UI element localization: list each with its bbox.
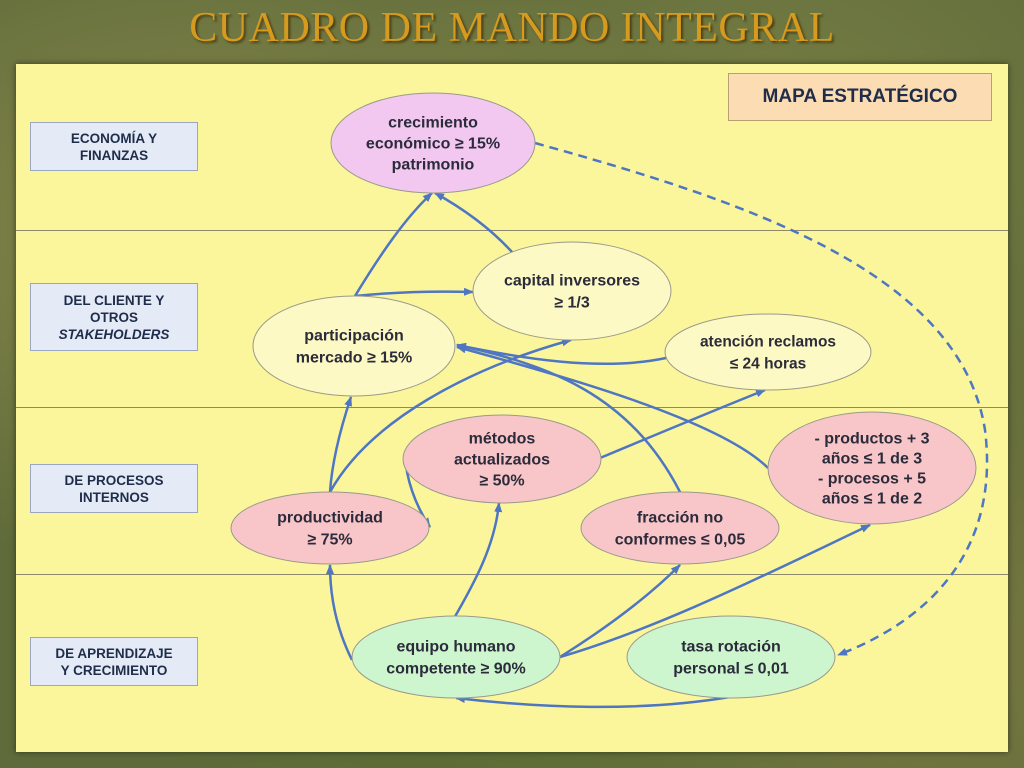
arrow-fraccion-participacion: [456, 342, 682, 493]
node-fraccion-label: fracción no: [637, 510, 723, 527]
row-divider: [16, 574, 1008, 575]
perspective-line: DE PROCESOS: [64, 472, 164, 488]
node-capital-label: ≥ 1/3: [554, 295, 590, 312]
node-fraccion-ellipse: [580, 491, 780, 565]
node-productividad-label: ≥ 75%: [307, 532, 352, 549]
arrow-metodos-atencion: [599, 388, 766, 460]
node-atencion-label: atención reclamos: [700, 333, 836, 350]
node-productos-label: años ≤ 1 de 2: [822, 491, 922, 508]
node-participacion-label: participación: [304, 328, 404, 345]
perspective-line: Y CRECIMIENTO: [60, 662, 168, 678]
node-metodos: métodos actualizados ≥ 50%: [402, 414, 602, 504]
arrow-atencion-participacion: [456, 342, 667, 366]
node-productos-label: - procesos + 5: [818, 471, 926, 488]
node-crecimiento: crecimiento económico ≥ 15% patrimonio: [330, 92, 536, 194]
node-equipo: equipo humano competente ≥ 90%: [351, 615, 561, 699]
node-metodos-ellipse: [402, 414, 602, 504]
node-equipo-label: competente ≥ 90%: [386, 661, 526, 678]
arrow-crecimiento-tasa-dashed: [534, 141, 989, 657]
node-productos-ellipse: [767, 411, 977, 525]
node-fraccion-label: conformes ≤ 0,05: [615, 532, 746, 549]
perspective-line: INTERNOS: [79, 489, 149, 505]
perspective-line: FINANZAS: [79, 147, 149, 163]
node-participacion-ellipse: [252, 295, 456, 397]
arrow-equipo-fraccion: [559, 564, 681, 659]
page-title: CUADRO DE MANDO INTEGRAL: [189, 5, 835, 51]
node-productividad: productividad ≥ 75%: [230, 491, 430, 565]
perspective-procesos: DE PROCESOS INTERNOS: [30, 464, 198, 513]
arrow-equipo-metodos: [451, 502, 503, 621]
row-divider: [16, 407, 1008, 408]
node-capital-label: capital inversores: [504, 273, 640, 290]
node-equipo-label: equipo humano: [396, 639, 515, 656]
arrow-participacion-capital: [354, 287, 474, 298]
perspective-line: DEL CLIENTE Y: [63, 292, 165, 308]
arrow-equipo-productividad: [326, 564, 354, 661]
node-atencion: atención reclamos ≤ 24 horas: [664, 313, 872, 391]
node-fraccion: fracción no conformes ≤ 0,05: [580, 491, 780, 565]
arrow-productos-participacion: [456, 345, 769, 469]
node-capital-ellipse: [472, 241, 672, 341]
node-tasa-label: tasa rotación: [681, 639, 781, 656]
node-crecimiento-ellipse: [330, 92, 536, 194]
node-productos-label: - productos + 3: [814, 431, 929, 448]
perspective-line: STAKEHOLDERS: [58, 326, 170, 342]
node-tasa-ellipse: [626, 615, 836, 699]
node-metodos-label: ≥ 50%: [479, 473, 524, 490]
arrow-tasa-equipo: [455, 695, 731, 709]
perspective-finanzas: ECONOMÍA Y FINANZAS: [30, 122, 198, 171]
node-metodos-label: actualizados: [454, 452, 550, 469]
arrow-capital-crecimiento: [434, 191, 513, 253]
node-tasa: tasa rotación personal ≤ 0,01: [626, 615, 836, 699]
node-metodos-label: métodos: [469, 431, 536, 448]
node-atencion-label: ≤ 24 horas: [730, 355, 807, 372]
node-productividad-label: productividad: [277, 510, 383, 527]
node-productos-label: años ≤ 1 de 3: [822, 451, 922, 468]
node-participacion: participación mercado ≥ 15%: [252, 295, 456, 397]
perspective-line: DE APRENDIZAJE: [55, 645, 173, 661]
perspective-line: ECONOMÍA Y: [70, 130, 158, 146]
node-crecimiento-label: patrimonio: [392, 157, 475, 174]
node-participacion-label: mercado ≥ 15%: [296, 350, 412, 367]
node-equipo-ellipse: [351, 615, 561, 699]
node-productividad-ellipse: [230, 491, 430, 565]
arrow-participacion-crecimiento: [353, 192, 433, 297]
node-atencion-ellipse: [664, 313, 872, 391]
node-crecimiento-label: económico ≥ 15%: [366, 136, 500, 153]
node-tasa-label: personal ≤ 0,01: [673, 661, 789, 678]
node-productos: - productos + 3 años ≤ 1 de 3 - procesos +…: [767, 411, 977, 525]
map-label: MAPA ESTRATÉGICO: [728, 73, 992, 121]
perspective-cliente: DEL CLIENTE Y OTROS STAKEHOLDERS: [30, 283, 198, 351]
node-crecimiento-label: crecimiento: [388, 115, 478, 132]
perspective-line: OTROS: [89, 309, 138, 325]
arrow-productividad-capital: [328, 338, 572, 493]
arrow-equipo-productos: [559, 523, 871, 659]
node-capital: capital inversores ≥ 1/3: [472, 241, 672, 341]
row-divider: [16, 230, 1008, 231]
arrow-productividad-participacion: [328, 396, 353, 493]
perspective-aprendizaje: DE APRENDIZAJE Y CRECIMIENTO: [30, 637, 198, 686]
